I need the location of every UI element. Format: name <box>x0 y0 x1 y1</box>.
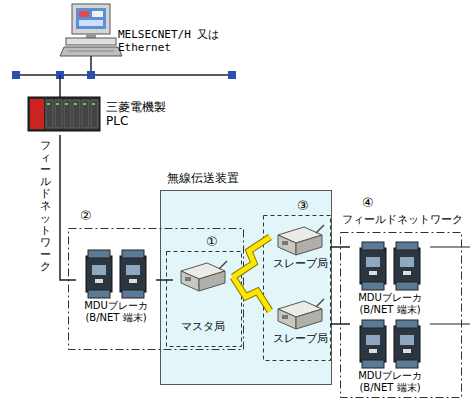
network-bus <box>16 74 232 76</box>
node-label: マスタ局 <box>173 321 233 334</box>
breaker-symbol <box>360 320 386 368</box>
icon <box>350 242 430 292</box>
wireless-link-outline <box>233 277 270 311</box>
breaker-symbol <box>360 242 386 290</box>
node-label: 三菱電機製 PLC <box>106 101 170 129</box>
group-box: ④フィールドネットワークMDUブレーカ (B/NET 端末)MDUブレーカ (B… <box>340 232 462 398</box>
mdu-breaker: MDUブレーカ (B/NET 端末) <box>76 250 156 324</box>
node-label: ③ <box>297 199 309 214</box>
field-network-line <box>330 246 350 248</box>
slave-station: スレーブ局 <box>270 223 330 273</box>
mdu-breaker: MDUブレーカ (B/NET 端末) <box>350 320 430 394</box>
mdu-breaker: MDUブレーカ (B/NET 端末) <box>350 242 430 316</box>
field-network-line <box>156 279 173 281</box>
plc-symbol <box>28 97 100 131</box>
icon <box>173 259 233 309</box>
group-box: ①マスタ局 <box>166 251 242 347</box>
computer-icon <box>60 4 122 56</box>
icon <box>350 320 430 370</box>
breaker-symbol <box>120 250 146 298</box>
node-label: ② <box>80 209 92 224</box>
field-network-line <box>330 323 350 325</box>
wireless-unit: 無線伝送装置①マスタ局③スレーブ局スレーブ局 <box>160 190 332 385</box>
node-label: MDUブレーカ (B/NET 端末) <box>350 370 430 393</box>
radio-unit-symbol <box>181 261 227 291</box>
field-network-line <box>60 135 76 280</box>
wireless-link-outline <box>233 237 270 277</box>
wireless-link <box>233 277 270 311</box>
edge-label: フィールドネットワーク <box>40 140 51 273</box>
plc-drop <box>59 75 61 97</box>
node-label: スレーブ局 <box>270 258 330 271</box>
node-label: MDUブレーカ (B/NET 端末) <box>76 300 156 323</box>
field-wire <box>430 246 470 247</box>
breaker-symbol <box>394 320 420 368</box>
plc-unit: 三菱電機製 PLC <box>28 97 174 135</box>
master-station: マスタ局 <box>173 259 233 339</box>
field-wire <box>430 323 470 324</box>
radio-unit-symbol <box>278 299 324 329</box>
breaker-symbol <box>394 242 420 290</box>
wireless-link <box>233 237 270 277</box>
node-label: MDUブレーカ (B/NET 端末) <box>350 292 430 315</box>
network-label: MELSECNET/H 又は Ethernet <box>118 28 230 54</box>
slave-station: スレーブ局 <box>270 297 330 349</box>
icon <box>76 250 156 300</box>
node-label: ④ <box>362 196 374 211</box>
bus-taps <box>12 71 236 79</box>
node-label: 無線伝送装置 <box>167 172 239 186</box>
radio-unit-symbol <box>278 225 324 255</box>
breaker-symbol <box>86 250 112 298</box>
node-label: フィールドネットワーク <box>342 214 463 227</box>
node-label: スレーブ局 <box>270 333 330 346</box>
group-box: ③スレーブ局スレーブ局 <box>263 215 331 361</box>
node-label: ① <box>206 235 218 250</box>
